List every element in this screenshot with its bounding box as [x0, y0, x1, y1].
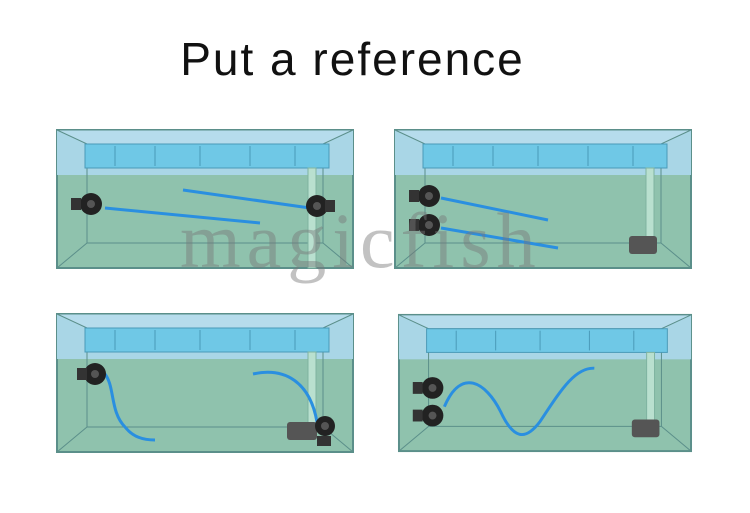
controller [629, 236, 657, 254]
flow-line [442, 366, 595, 437]
wave-pump [315, 416, 335, 446]
wave-pump [409, 185, 440, 207]
wave-pump [71, 193, 102, 215]
flow-line [252, 370, 319, 423]
wave-pump [409, 214, 440, 236]
light-bar [422, 143, 668, 169]
controller [631, 419, 660, 438]
page-title: Put a reference [180, 33, 525, 85]
controller [287, 422, 317, 440]
tank-panel-bottom-right [397, 313, 693, 453]
flow-line [440, 196, 549, 222]
wave-pump [412, 377, 444, 399]
wave-pump [412, 404, 444, 427]
light-bar [84, 327, 330, 353]
flow-line [104, 206, 261, 225]
overflow-pipe [307, 167, 317, 269]
light-bar [84, 143, 330, 169]
wave-pump [77, 363, 106, 385]
flow-line [103, 373, 156, 442]
overflow-pipe [646, 351, 656, 427]
tank-panel-bottom-left [56, 313, 354, 453]
wave-pump [306, 195, 335, 217]
light-bar [426, 328, 668, 353]
flow-line [440, 226, 559, 250]
flow-line [182, 188, 311, 210]
tank-panel-top-right [394, 129, 692, 269]
tank-panel-top-left [56, 129, 354, 269]
